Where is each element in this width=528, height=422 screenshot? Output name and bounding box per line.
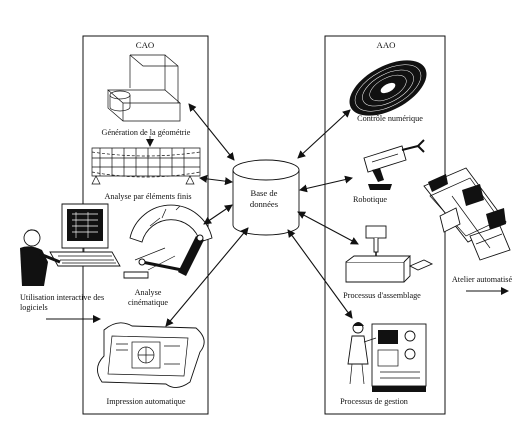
- drawing-scroll-icon: [97, 322, 205, 388]
- cao-title: CAO: [136, 40, 155, 50]
- printing-label: Impression automatique: [107, 397, 186, 406]
- database-links: [165, 103, 359, 327]
- geometry-label: Génération de la géométrie: [102, 128, 191, 137]
- fea-beam-icon: [91, 136, 201, 185]
- workstation-icon: [49, 203, 121, 267]
- fea-label: Analyse par éléments finis: [104, 192, 191, 201]
- operator-icon: [20, 229, 61, 286]
- aao-title: AAO: [376, 40, 395, 50]
- robotics-label: Robotique: [353, 195, 387, 204]
- numeric-label: Contrôle numérique: [357, 114, 423, 123]
- assembly-machine-icon: [345, 225, 434, 283]
- robot-arm-icon: [363, 139, 425, 190]
- assembly-label: Processus d'assemblage: [343, 291, 421, 300]
- management-console-icon: [371, 323, 427, 392]
- database-label-line2: données: [250, 199, 279, 209]
- geometry-wireframe-icon: [107, 54, 181, 122]
- operator-woman-icon: [347, 322, 377, 385]
- kinematic-label-line2: cinématique: [128, 298, 168, 307]
- interactive-label-line1: Utilisation interactive des: [20, 293, 104, 302]
- management-label: Processus de gestion: [340, 397, 408, 406]
- interactive-label-line2: logiciels: [20, 303, 48, 312]
- automated-workshop-icon: [423, 167, 511, 261]
- database-cylinder: [232, 159, 300, 236]
- kinematic-mechanism-icon: [123, 204, 213, 279]
- database-label-line1: Base de: [251, 188, 278, 198]
- kinematic-label-line1: Analyse: [135, 288, 162, 297]
- workshop-label: Atelier automatisé: [452, 275, 513, 284]
- numeric-control-disk-icon: [349, 60, 427, 116]
